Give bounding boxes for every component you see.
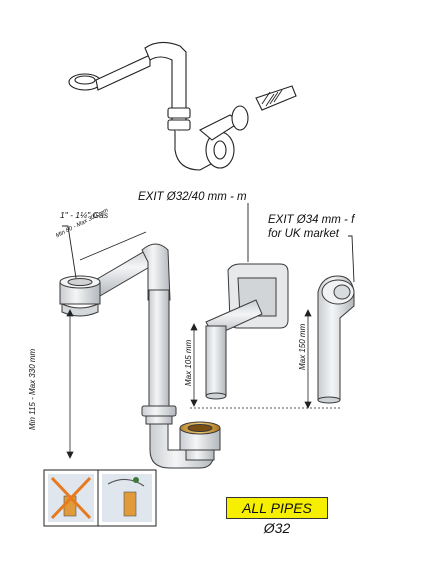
exit-right-line1: EXIT Ø34 mm - f	[268, 214, 355, 226]
exit-right-label: EXIT Ø34 mm - f for UK market	[268, 213, 354, 241]
dimension-lines	[66, 231, 340, 459]
all-pipes-badge: ALL PIPES Ø32	[226, 497, 328, 536]
thread-label: 1" - 1¼" Gas	[60, 210, 109, 220]
leader-lines	[62, 203, 355, 283]
dim-wall-outlet-label: Max 105 mm	[184, 339, 193, 386]
exit-left-label: EXIT Ø32/40 mm - m	[138, 191, 247, 203]
correct-install-icon	[133, 477, 139, 483]
wrong-install-icon	[50, 476, 92, 520]
main-siphon	[59, 243, 221, 469]
exit-right-line2: for UK market	[268, 228, 339, 240]
siphon-sketch-icon	[68, 41, 297, 171]
dim-vertical-label: Min 115 - Max 330 mm	[28, 348, 37, 430]
dim-uk-outlet-label: Max 150 mm	[298, 323, 307, 370]
uk-outlet	[317, 275, 355, 404]
installation-panel	[43, 469, 157, 527]
wall-outlet	[205, 263, 289, 400]
